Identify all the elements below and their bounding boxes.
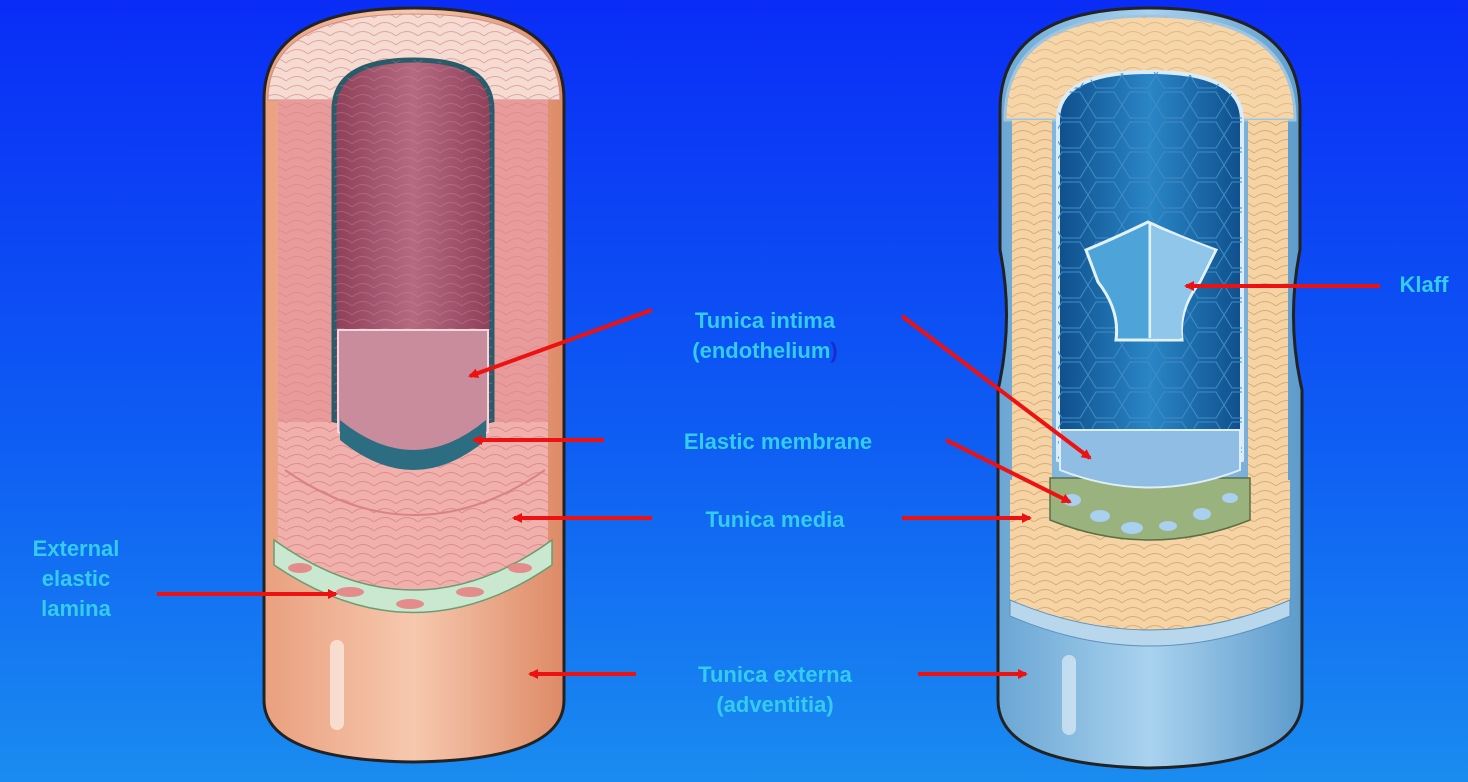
label-external-elastic-line3: lamina [0,594,152,624]
label-tunica-intima-paren: ) [830,338,837,363]
label-tunica-intima-line1: Tunica intima [655,306,875,336]
vein-tunica-intima [1060,430,1240,488]
artery-illustration [264,8,564,762]
label-tunica-externa: Tunica externa (adventitia) [645,660,905,720]
label-tunica-media: Tunica media [660,505,890,535]
label-external-elastic-lamina: External elastic lamina [0,534,152,624]
label-external-elastic-line2: elastic [0,564,152,594]
label-elastic-membrane: Elastic membrane [628,427,928,457]
artery-tunica-intima [338,330,488,451]
label-tunica-externa-line2: (adventitia) [645,690,905,720]
label-external-elastic-line1: External [0,534,152,564]
vein-illustration [998,8,1302,768]
label-valve: Klaff [1388,270,1460,300]
label-tunica-externa-line1: Tunica externa [645,660,905,690]
label-tunica-intima-line2: (endothelium [692,338,830,363]
label-tunica-intima: Tunica intima (endothelium) [655,306,875,366]
